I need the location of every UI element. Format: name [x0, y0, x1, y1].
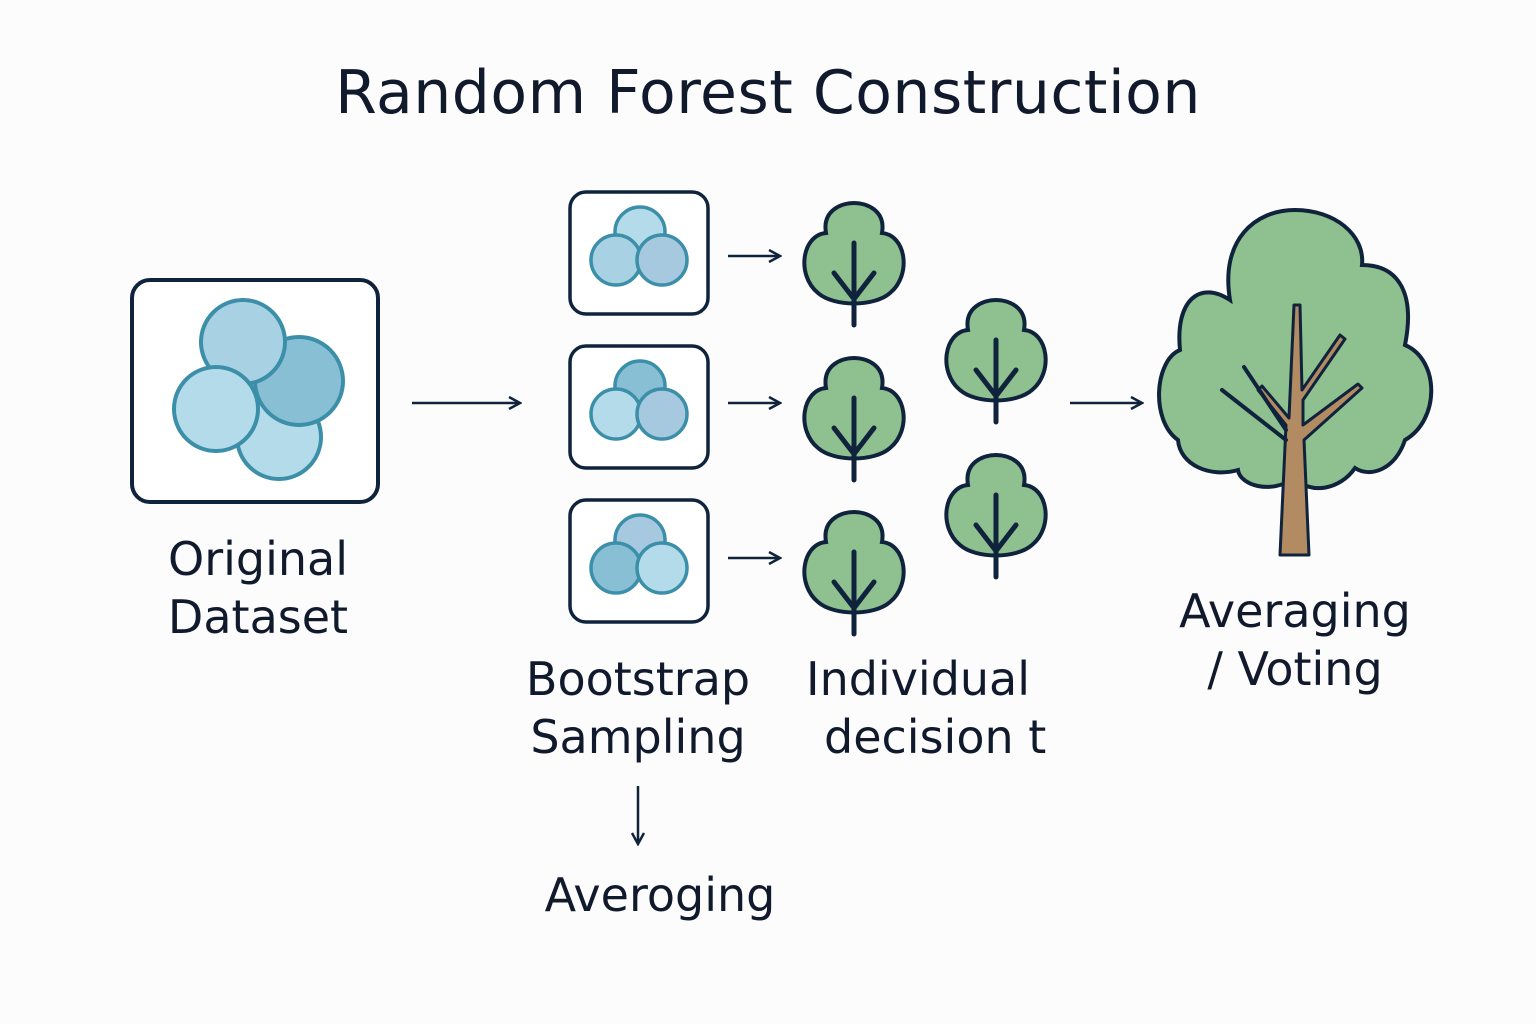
- original-dataset-label: Original Dataset: [130, 530, 386, 646]
- bootstrap-sampling-label: Bootstrap Sampling: [510, 650, 766, 766]
- dataset-circle: [172, 365, 260, 453]
- decision-tree-icon: [802, 200, 906, 328]
- label-line: Averaging: [1179, 584, 1411, 638]
- bootstrap-sample-box: [568, 344, 710, 470]
- decision-tree-icon: [802, 355, 906, 483]
- sample-circle: [635, 233, 689, 287]
- label-line: / Voting: [1207, 642, 1383, 696]
- bootstrap-sample-box: [568, 190, 710, 316]
- label-line: Sampling: [530, 710, 746, 764]
- label-line: Individual: [806, 652, 1031, 706]
- original-dataset-box: [130, 278, 380, 504]
- sample-circle: [589, 387, 643, 441]
- decision-tree-icon: [944, 297, 1048, 425]
- decision-tree-icon: [802, 509, 906, 637]
- label-line: Original: [167, 532, 348, 586]
- label-line: decision t: [824, 710, 1047, 764]
- sample-circle: [589, 233, 643, 287]
- averaging-voting-label: Averaging / Voting: [1160, 582, 1430, 698]
- sample-circle: [589, 541, 643, 595]
- bootstrap-sample-box: [568, 498, 710, 624]
- diagram-title: Random Forest Construction: [335, 58, 1201, 128]
- decision-tree-icon: [944, 452, 1048, 580]
- sample-circle: [635, 541, 689, 595]
- individual-trees-label: Individual decision t: [790, 650, 1080, 766]
- final-tree-icon: [1157, 207, 1434, 557]
- label-line: Dataset: [167, 590, 349, 644]
- label-line: Bootstrap: [525, 652, 751, 706]
- sample-circle: [635, 387, 689, 441]
- averoging-label: Averoging: [544, 868, 776, 922]
